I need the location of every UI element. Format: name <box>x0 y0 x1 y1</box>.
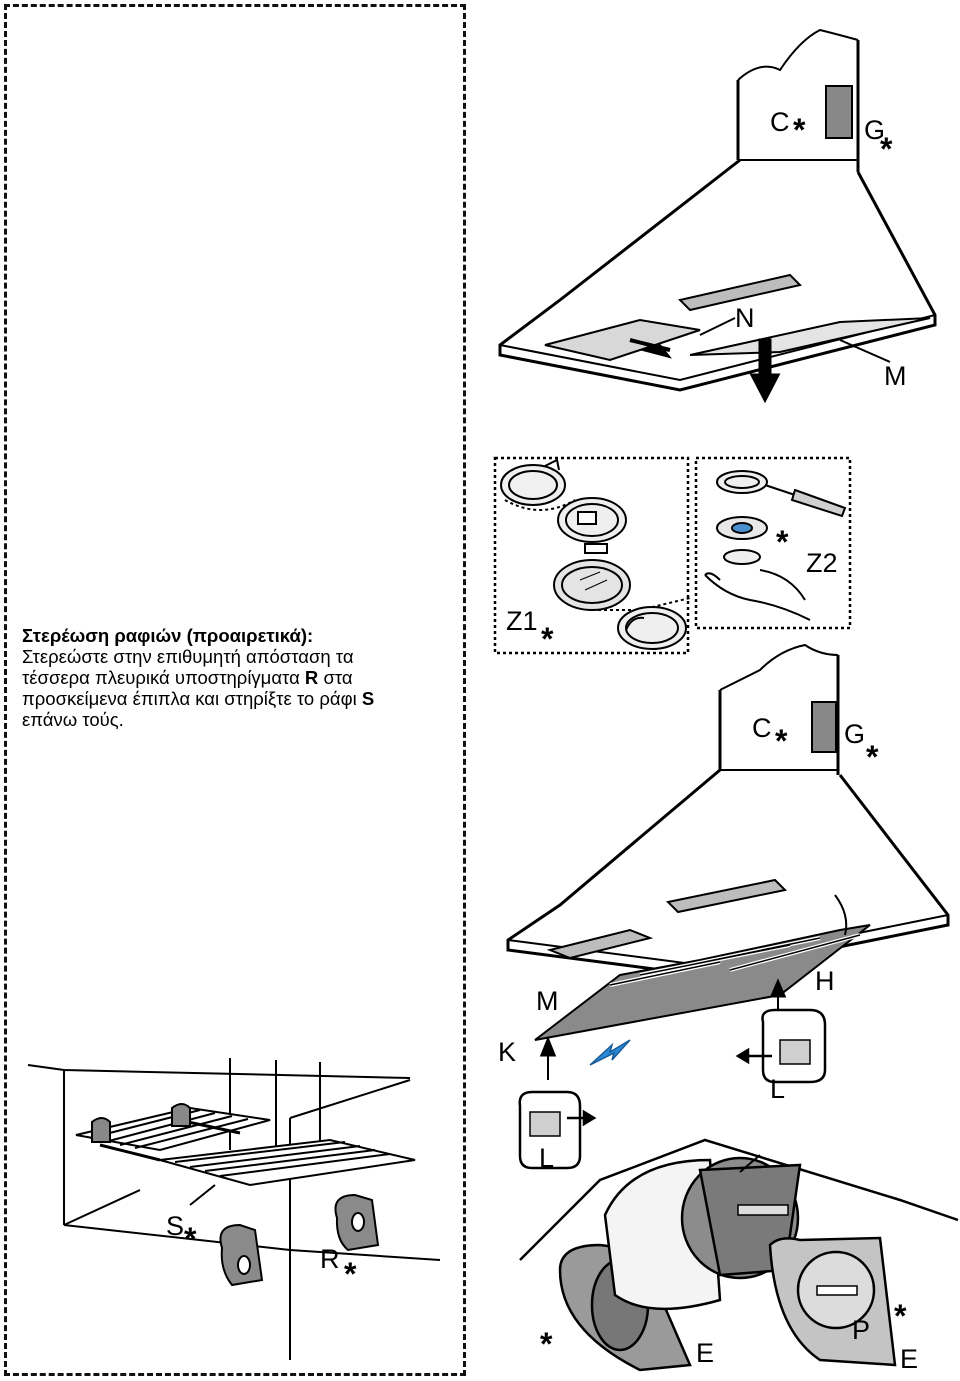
label-l-left: L <box>539 1143 554 1173</box>
instructions-line-1: Στερεώστε στην επιθυμητή απόσταση τα <box>22 646 354 667</box>
instructions-s-label: S <box>361 688 375 709</box>
asterisk-g-middle: * <box>866 739 879 775</box>
hood-middle-illustration <box>506 643 950 1080</box>
asterisk-r: * <box>344 1256 357 1292</box>
lock-detail-left <box>518 1090 597 1170</box>
instructions-r-label: R <box>304 667 319 688</box>
hood-top-illustration <box>498 28 937 404</box>
shelf-instructions: Στερέωση ραφιών (προαιρετικά): Στερεώστε… <box>22 625 462 730</box>
instructions-line-2: τέσσερα πλευρικά υποστηρίγματα <box>22 667 300 688</box>
label-l-right: L <box>770 1074 785 1104</box>
instructions-line-4: προσκείμενα έπιπλα και στηρίξτε το ράφι <box>22 688 357 709</box>
z2-lamp-panel <box>694 456 852 630</box>
lock-detail-right <box>735 1008 827 1084</box>
label-g-middle: G <box>844 719 865 749</box>
z1-lamp-panel <box>493 456 691 655</box>
label-m-middle: M <box>536 986 559 1016</box>
asterisk-c-middle: * <box>775 723 788 759</box>
label-z2: Z2 <box>806 548 838 578</box>
asterisk-g-top: * <box>880 131 893 167</box>
label-c-middle: C <box>752 713 772 743</box>
label-c-top: C <box>770 107 790 137</box>
instructions-title: Στερέωση ραφιών (προαιρετικά): <box>22 625 314 646</box>
label-n: N <box>735 303 755 333</box>
label-s: S <box>166 1211 184 1241</box>
label-h: H <box>815 966 835 996</box>
label-z1: Z1 <box>506 606 538 636</box>
asterisk-c-top: * <box>793 112 806 148</box>
label-e-left: E <box>696 1338 714 1368</box>
charcoal-filter-illustration <box>519 1138 959 1372</box>
instructions-line-5: επάνω τούς. <box>22 709 124 730</box>
shelf-assembly-illustration <box>27 1058 441 1360</box>
label-k: K <box>498 1037 516 1067</box>
label-g-top: G <box>864 115 885 145</box>
asterisk-z1: * <box>541 621 554 657</box>
label-e-right: E <box>900 1344 918 1374</box>
asterisk-z2: * <box>776 524 789 560</box>
asterisk-p: * <box>894 1298 907 1334</box>
left-panel-border <box>4 4 466 1376</box>
label-r: R <box>320 1244 340 1274</box>
label-p: P <box>852 1315 870 1345</box>
label-m-top: M <box>884 361 907 391</box>
asterisk-s: * <box>184 1221 197 1257</box>
asterisk-e-left: * <box>540 1326 553 1362</box>
instructions-line-3: στα <box>323 667 353 688</box>
